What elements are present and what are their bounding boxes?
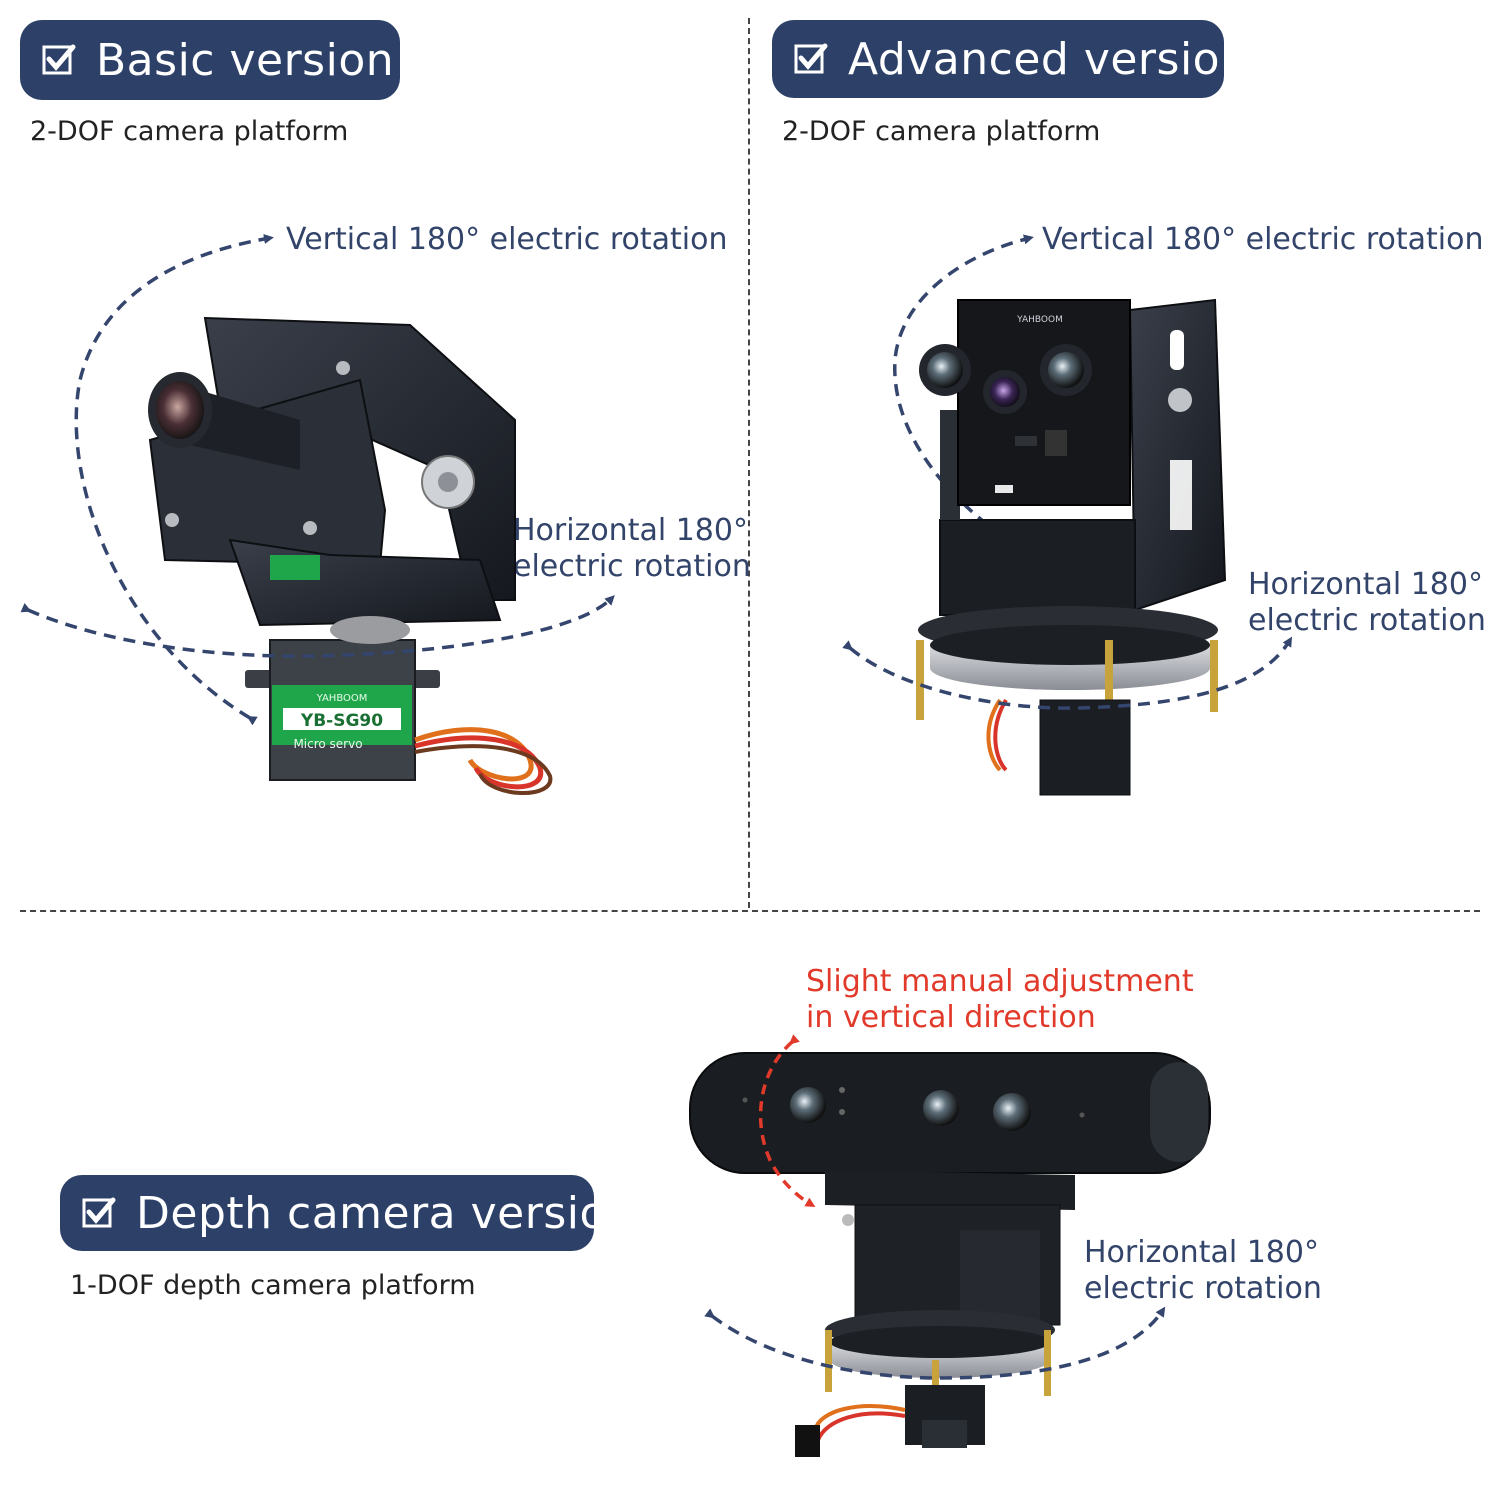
checkbox-checked-icon [82,1197,116,1228]
horizontal-rotation-arrow [842,636,1293,710]
vertical-divider [748,18,750,908]
depth-horizontal-note: Horizontal 180° electric rotation [1084,1235,1322,1307]
servo-brand: YAHBOOM [316,693,368,704]
note-line-2: in vertical direction [806,1000,1096,1035]
basic-pan-tilt-device: YAHBOOM YB-SG90 Micro servo [20,234,615,795]
badge-label: Depth camera version [136,1187,636,1239]
advanced-vertical-note: Vertical 180° electric rotation [1042,222,1484,257]
vertical-rotation-arrow [74,234,274,726]
horizontal-divider [20,910,1480,912]
note-line-2: electric rotation [1084,1271,1322,1306]
basic-horizontal-note: Horizontal 180° electric rotation [513,513,751,585]
side-bracket [1128,298,1227,612]
basic-subtitle: 2-DOF camera platform [30,116,349,147]
basic-vertical-note: Vertical 180° electric rotation [286,222,728,257]
servo-model: YB-SG90 [300,711,383,731]
note-line-1: Slight manual adjustment [806,964,1194,999]
camera-lens [148,372,300,470]
micro-servo: YAHBOOM YB-SG90 Micro servo [245,616,440,781]
advanced-version-badge: Advanced version [772,20,1248,98]
depth-camera-version-badge: Depth camera version [60,1175,635,1251]
checkbox-checked-icon [42,44,76,75]
note-line-1: Horizontal 180° [1248,567,1483,602]
depth-camera-device [689,1034,1211,1457]
horizontal-rotation-arrow [704,1306,1166,1380]
depth-subtitle: 1-DOF depth camera platform [70,1270,476,1301]
badge-label: Advanced version [848,33,1249,85]
camera-module-board: YAHBOOM [919,299,1131,506]
checkbox-checked-icon [794,43,828,74]
advanced-subtitle: 2-DOF camera platform [782,116,1101,147]
advanced-pan-tilt-device: YAHBOOM [842,234,1293,796]
horizontal-rotation-arrow [20,595,615,658]
note-line-2: electric rotation [513,549,751,584]
note-line-2: electric rotation [1248,603,1486,638]
note-line-1: Horizontal 180° [513,513,748,548]
basic-version-badge: Basic version [20,20,400,100]
advanced-horizontal-note: Horizontal 180° electric rotation [1248,567,1486,639]
note-line-1: Horizontal 180° [1084,1235,1319,1270]
badge-label: Basic version [96,34,395,86]
depth-manual-note: Slight manual adjustment in vertical dir… [806,964,1194,1036]
servo-type: Micro servo [293,737,362,751]
board-brand: YAHBOOM [1016,315,1063,325]
